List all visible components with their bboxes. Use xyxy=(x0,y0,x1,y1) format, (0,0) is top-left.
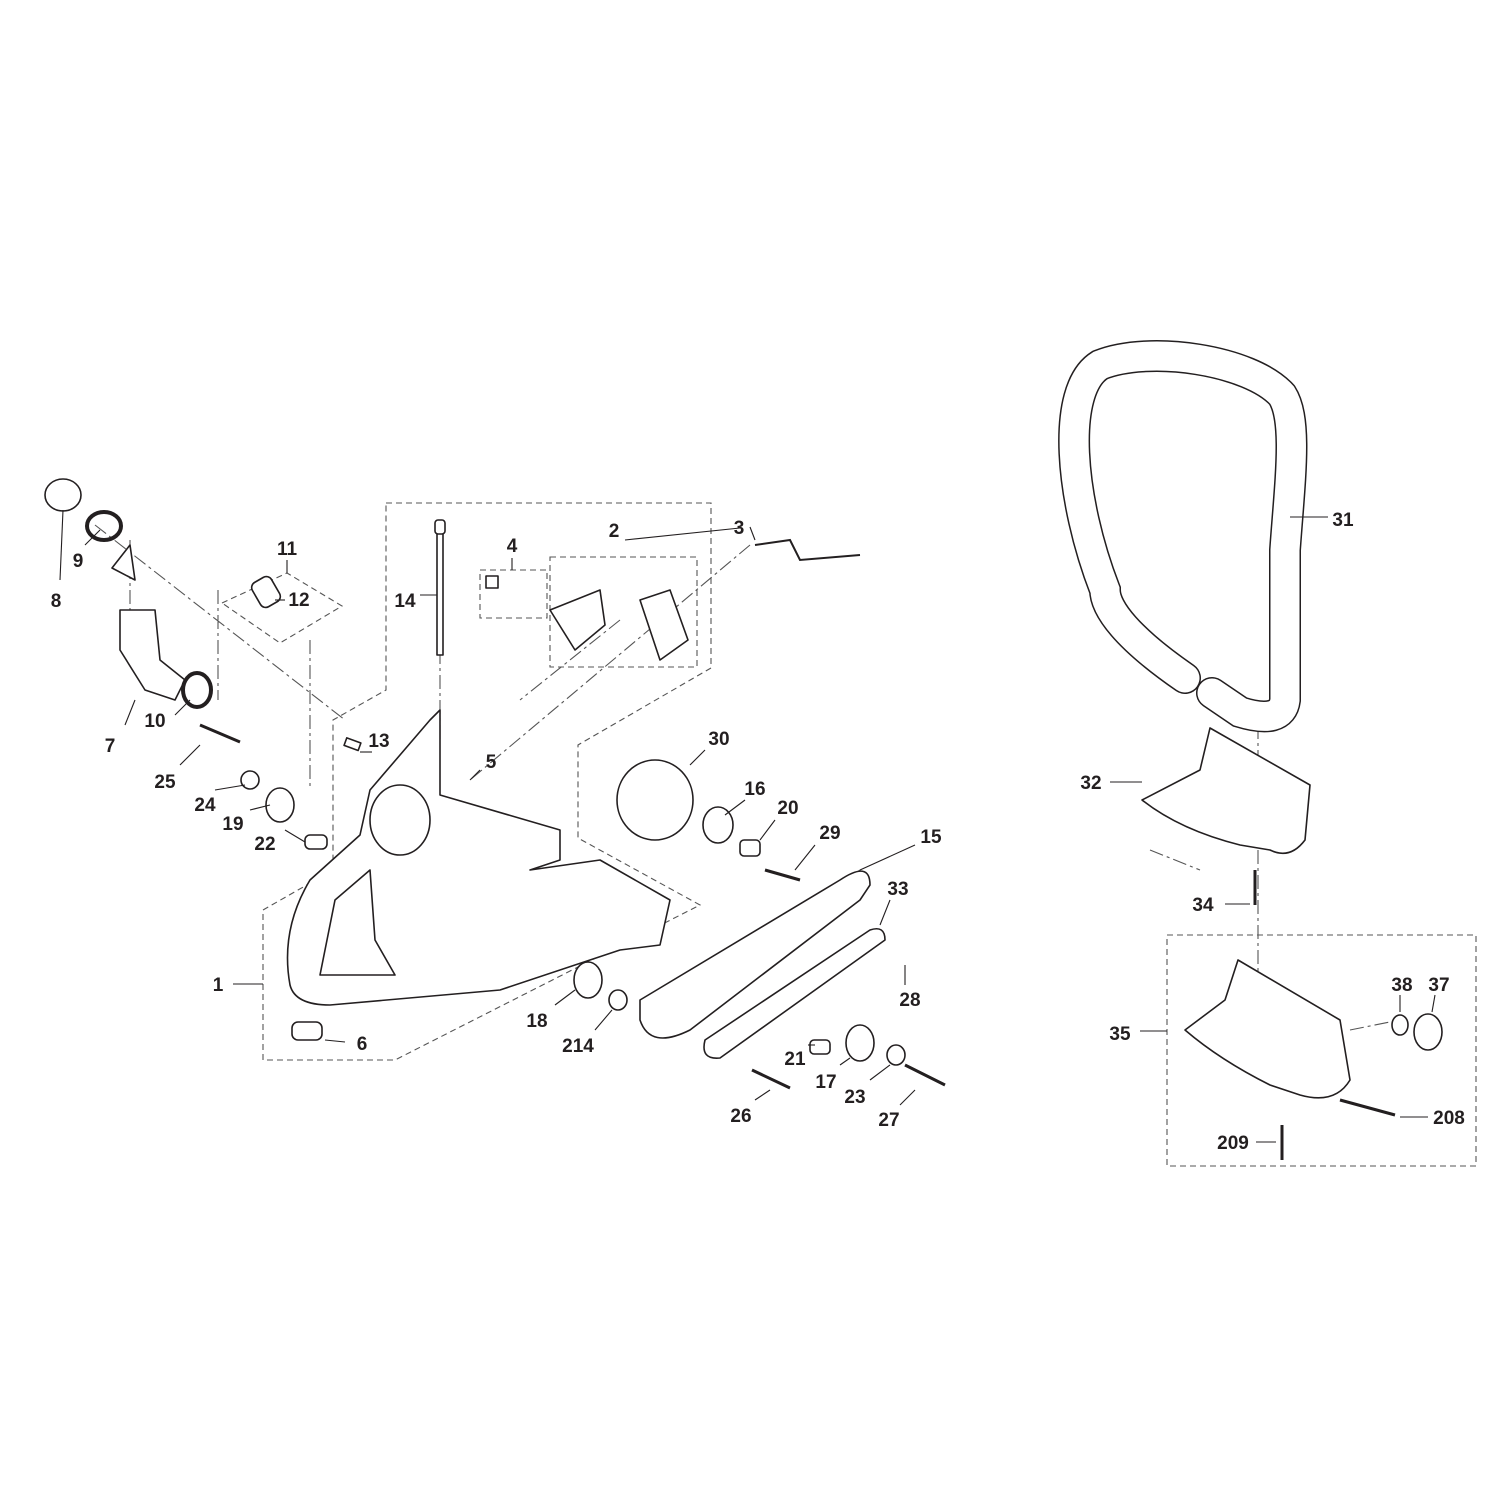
part-label-32: 32 xyxy=(1080,773,1101,794)
cover-plate xyxy=(639,870,871,1039)
leader-line-214 xyxy=(594,1009,613,1031)
leader-line-33 xyxy=(879,899,891,926)
part-label-33: 33 xyxy=(887,879,908,900)
leader-line-23 xyxy=(869,1064,891,1081)
group-boxes xyxy=(220,502,1477,1167)
part-label-20: 20 xyxy=(777,798,798,819)
part-label-24: 24 xyxy=(194,795,216,816)
part-label-28: 28 xyxy=(899,990,920,1011)
small-parts xyxy=(44,478,1396,1160)
part-label-2: 2 xyxy=(609,521,620,542)
part-label-37: 37 xyxy=(1428,975,1449,996)
part-label-11: 11 xyxy=(277,539,298,560)
part-label-30: 30 xyxy=(708,729,729,750)
part-label-27: 27 xyxy=(878,1110,899,1131)
part-label-22: 22 xyxy=(254,834,275,855)
part-label-1: 1 xyxy=(213,975,224,996)
leader-line-25 xyxy=(179,744,201,766)
part-label-26: 26 xyxy=(730,1106,751,1127)
assembly-box-4 xyxy=(479,569,548,619)
part-label-10: 10 xyxy=(144,711,165,732)
part-label-12: 12 xyxy=(288,590,309,611)
leader-line-6 xyxy=(324,1039,346,1043)
crankcase-housing xyxy=(286,709,671,1006)
leader-line-20 xyxy=(759,819,776,841)
parts xyxy=(44,340,1443,1160)
part-label-8: 8 xyxy=(51,591,62,612)
part-label-29: 29 xyxy=(819,823,840,844)
leader-line-29 xyxy=(794,844,816,871)
leader-line-7 xyxy=(124,699,136,726)
part-label-31: 31 xyxy=(1332,510,1354,531)
assembly-box-35 xyxy=(1166,934,1477,1167)
part-label-5: 5 xyxy=(486,752,497,773)
assembly-box-11 xyxy=(220,572,344,644)
part-label-6: 6 xyxy=(357,1034,368,1055)
leader-line-26 xyxy=(754,1089,771,1101)
part-label-15: 15 xyxy=(920,827,942,848)
assembly-box-main xyxy=(262,502,712,1061)
assembly-box-2 xyxy=(549,556,698,668)
lower-bracket xyxy=(1184,959,1351,1099)
leader-line-19 xyxy=(249,804,271,811)
part-label-208: 208 xyxy=(1433,1108,1465,1129)
part-label-4: 4 xyxy=(507,536,518,557)
leader-line-17 xyxy=(839,1057,851,1066)
part-label-21: 21 xyxy=(784,1049,806,1070)
part-label-3: 3 xyxy=(734,518,745,539)
part-label-23: 23 xyxy=(844,1087,865,1108)
leader-line-24 xyxy=(214,784,246,791)
leader-line-9 xyxy=(84,529,101,546)
leader-line-10 xyxy=(174,699,191,716)
clutch-drum xyxy=(616,759,694,841)
leader-line-18 xyxy=(554,989,576,1006)
part-label-16: 16 xyxy=(744,779,765,800)
leader-lines xyxy=(59,509,1436,1143)
leader-line-27 xyxy=(899,1089,916,1106)
leader-line-37 xyxy=(1431,994,1436,1013)
part-label-38: 38 xyxy=(1391,975,1412,996)
handle-bracket xyxy=(1141,727,1311,855)
part-label-214: 214 xyxy=(562,1036,594,1057)
leader-line-16 xyxy=(724,799,746,816)
part-label-19: 19 xyxy=(222,814,243,835)
part-label-25: 25 xyxy=(154,772,176,793)
leader-line-2 xyxy=(624,527,741,541)
leader-line-8 xyxy=(59,509,64,581)
part-label-13: 13 xyxy=(368,731,389,752)
part-label-18: 18 xyxy=(526,1011,547,1032)
leader-line-15 xyxy=(859,844,916,871)
part-label-35: 35 xyxy=(1109,1024,1131,1045)
part-label-17: 17 xyxy=(815,1072,836,1093)
leader-line-30 xyxy=(689,749,706,766)
part-label-209: 209 xyxy=(1217,1133,1249,1154)
part-label-14: 14 xyxy=(394,591,416,612)
leader-line-5 xyxy=(469,769,481,781)
part-label-34: 34 xyxy=(1192,895,1214,916)
leader-line-22 xyxy=(284,829,306,843)
part-label-9: 9 xyxy=(73,551,84,572)
part-label-7: 7 xyxy=(105,736,116,757)
leader-line-3 xyxy=(749,526,756,541)
